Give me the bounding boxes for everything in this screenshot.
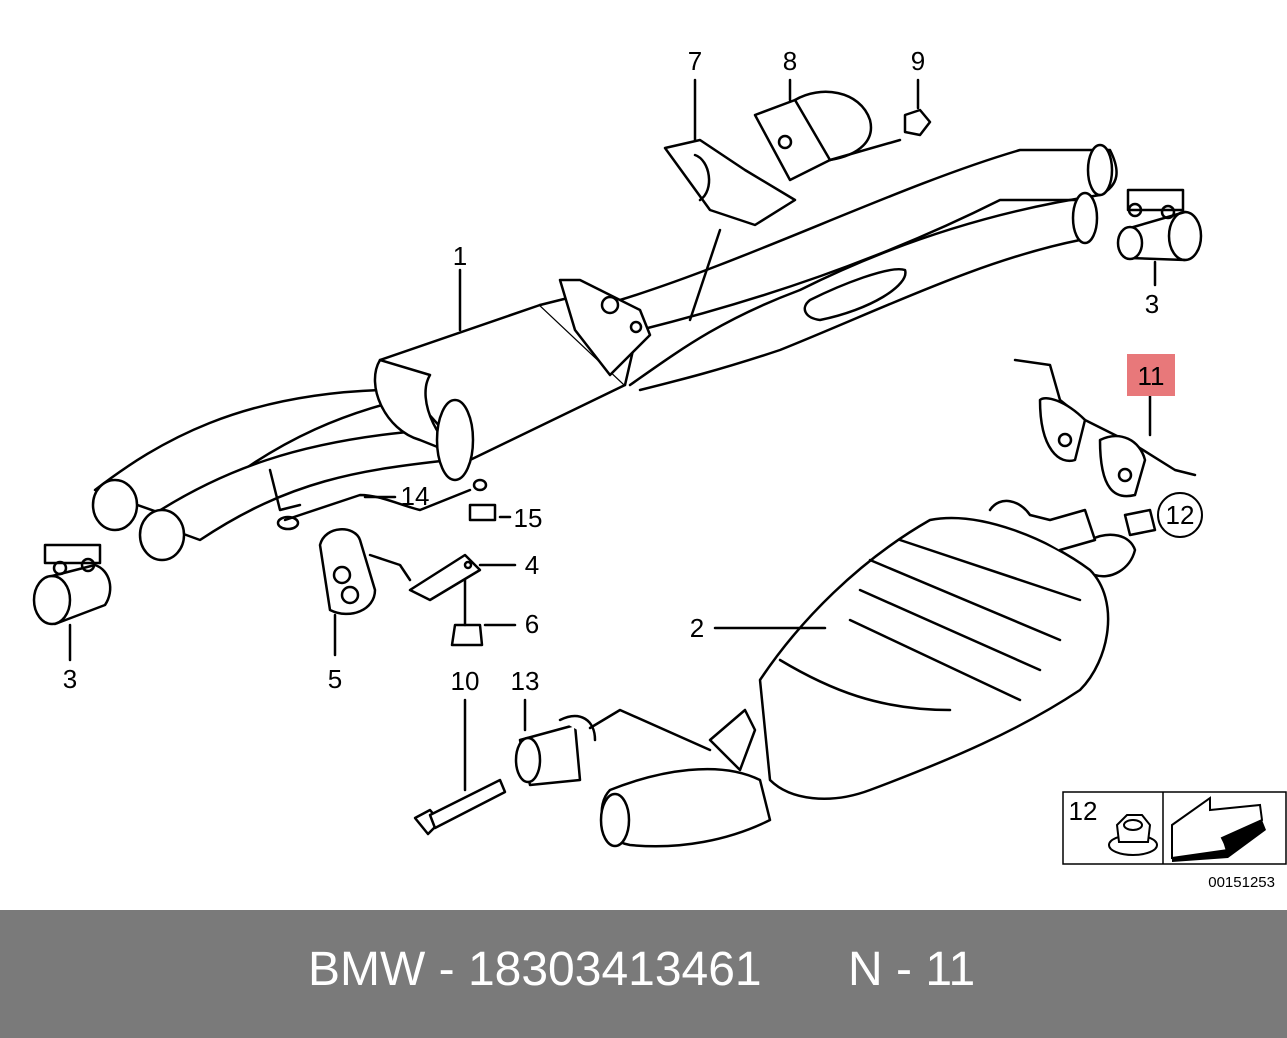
clamp-right-drawing — [1116, 188, 1203, 287]
legend-label-12: 12 — [1069, 796, 1098, 826]
long-bolt-drawing — [413, 698, 507, 836]
sleeve-13-drawing — [514, 698, 712, 787]
part-label-8: 8 — [783, 46, 797, 76]
part-info-footer: BMW - 18303413461 N - 11 — [0, 910, 1287, 1038]
part-label-3-left: 3 — [63, 664, 77, 694]
rear-silencer-drawing — [599, 516, 1137, 848]
legend-box: 12 — [1062, 791, 1287, 865]
part-label-2: 2 — [690, 613, 704, 643]
hanger-bracket-7-drawing — [663, 78, 797, 322]
part-label-4: 4 — [525, 550, 539, 580]
part-label-12: 12 — [1166, 500, 1195, 530]
mount-bracket-drawing — [408, 553, 517, 602]
part-label-11-highlight — [1127, 354, 1175, 396]
flange-nut-icon — [1108, 814, 1158, 856]
part-label-10: 10 — [451, 666, 480, 696]
hanger-bracket-11-drawing — [1013, 358, 1197, 498]
part-label-6: 6 — [525, 609, 539, 639]
part-label-3-right: 3 — [1145, 289, 1159, 319]
rear-hanger-drawing — [988, 499, 1097, 552]
part-label-15: 15 — [514, 503, 543, 533]
position-label: N - 11 — [848, 943, 976, 996]
part-label-11[interactable]: 11 — [1138, 361, 1165, 391]
hanger-8-drawing — [753, 78, 902, 182]
part-label-5: 5 — [328, 664, 342, 694]
part-label-9: 9 — [911, 46, 925, 76]
brand-part-number: BMW - 18303413461 — [308, 943, 762, 996]
part-label-14: 14 — [401, 481, 430, 511]
direction-arrow-icon — [1171, 796, 1266, 862]
hex-bolt-drawing — [450, 578, 517, 647]
nut-15-drawing — [468, 478, 512, 522]
drawing-number: 00151253 — [1208, 874, 1275, 891]
part-label-1: 1 — [453, 241, 467, 271]
exhaust-parts-diagram: 1 2 3 3 4 5 6 7 8 9 10 11 12 13 14 15 12… — [32, 46, 1287, 891]
part-label-13: 13 — [511, 666, 540, 696]
clamp-left-drawing — [32, 543, 112, 662]
heat-shield-strap-drawing — [268, 468, 472, 531]
nut-9-drawing — [903, 78, 932, 137]
rubber-mount-drawing — [318, 528, 412, 657]
front-pipe-assembly-drawing — [91, 143, 1118, 562]
nut-12-drawing — [1123, 508, 1157, 537]
part-label-7: 7 — [688, 46, 702, 76]
part-label-12-circle — [1157, 492, 1203, 538]
